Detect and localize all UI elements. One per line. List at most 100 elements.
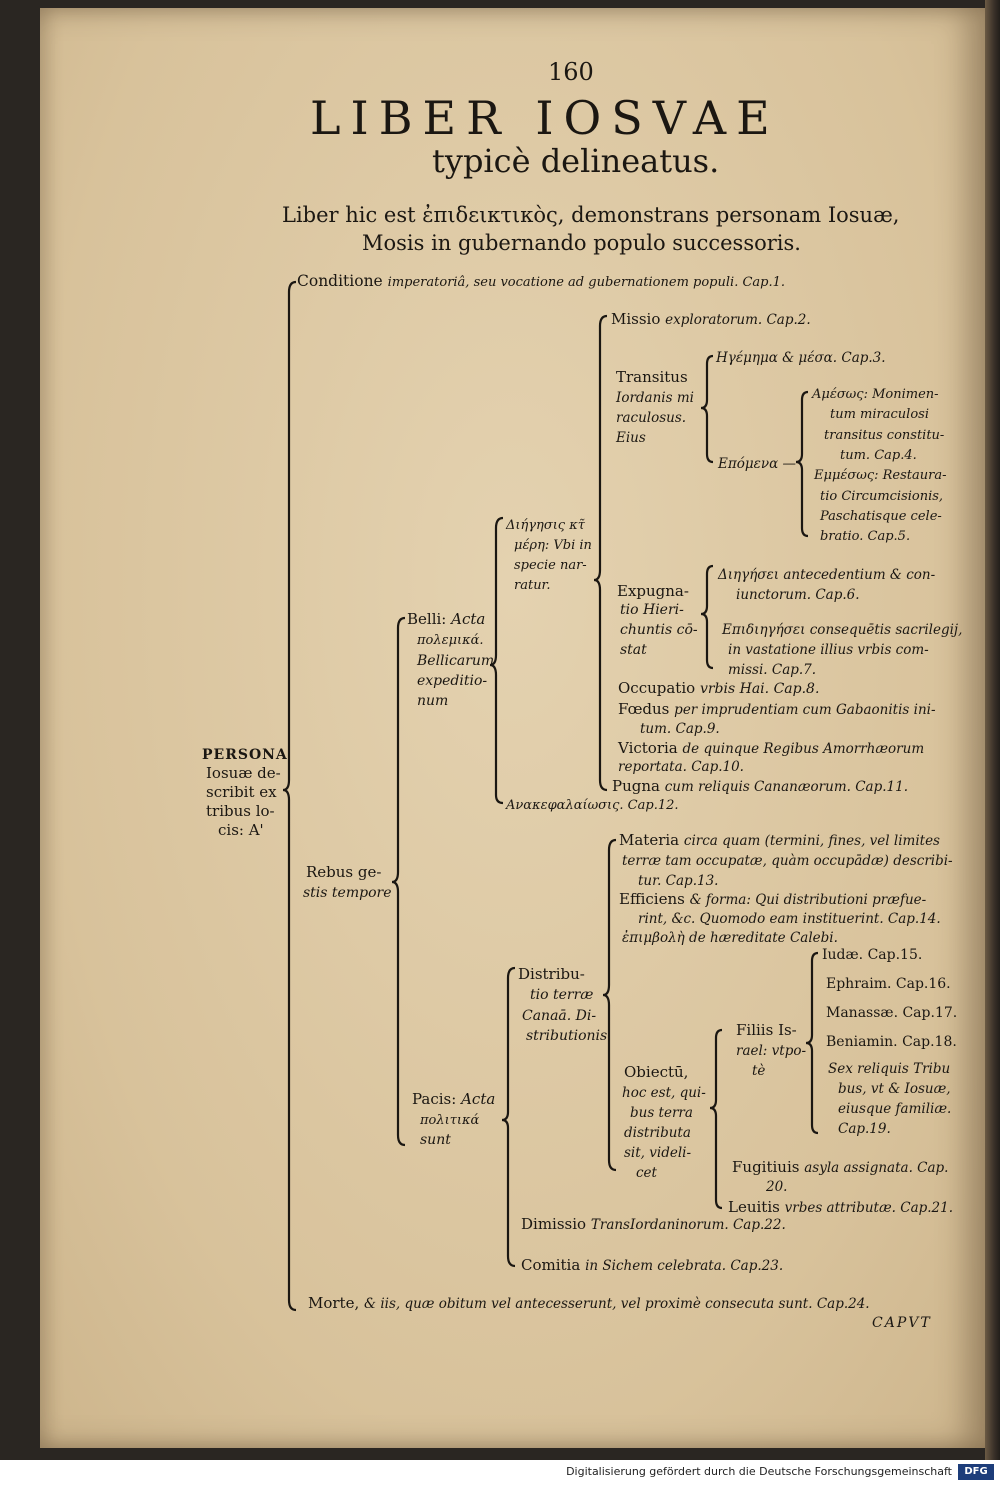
brace-pacis	[501, 966, 516, 1268]
filiis-l3: tè	[752, 1063, 766, 1079]
brace-epomena	[795, 390, 809, 538]
expugnatio-l2: tio Hieri-	[620, 602, 684, 618]
pacis-l2: πολιτικά	[420, 1113, 480, 1128]
tribe-sex-l2: bus, vt & Iosuæ,	[838, 1081, 951, 1097]
belli-entry: Belli: Acta	[407, 610, 485, 629]
root-line-5: cis: A'	[218, 821, 264, 839]
leuitis-rest: vrbes attributæ. Cap.21.	[784, 1200, 954, 1216]
ameson-l2: tum miraculosi	[830, 407, 929, 422]
conditione-lead: Conditione	[297, 272, 383, 290]
fugitiuis-l2: 20.	[766, 1179, 788, 1195]
tribe-sex-l3: eiusque familiæ.	[838, 1101, 952, 1117]
foedus-lead: Fœdus	[618, 700, 670, 718]
fugitiuis-entry: Fugitiuis asyla assignata. Cap.	[732, 1158, 948, 1178]
obiectum-l2: hoc est, qui-	[622, 1085, 706, 1101]
diegesis6-entry: Διηγήσει antecedentium & con-	[718, 566, 935, 585]
brace-distributio	[602, 838, 617, 1172]
tribe-beniamin: Beniamin. Cap.18.	[826, 1034, 957, 1050]
distributio-l4: stributionis	[526, 1028, 608, 1044]
victoria-entry: Victoria de quinque Regibus Amorrhæorum	[618, 739, 924, 759]
brace-diegesis	[593, 314, 608, 792]
emmeson-l4: bratio. Cap.5.	[820, 529, 911, 544]
rebus-line-1: Rebus ge-	[306, 863, 382, 881]
conditione-rest: imperatoriâ, seu vocatione ad gubernatio…	[387, 275, 786, 290]
belli-l3: Bellicarum	[417, 653, 495, 669]
epidiegesis7-l3: missi. Cap.7.	[728, 662, 817, 678]
obiectum-l6: cet	[636, 1165, 657, 1181]
page-title: LIBER IOSVAE	[310, 91, 780, 145]
emmeson-l3: Paschatisque cele-	[820, 509, 942, 524]
root-head: PERSONA	[202, 747, 288, 763]
efficiens-l1: & forma: Qui distributioni præfue-	[689, 892, 927, 908]
anakephalaiosis-entry: Ανακεφαλαίωσις. Cap.12.	[506, 798, 679, 813]
brace-expugnatio	[700, 564, 714, 670]
dfg-logo-icon: DFG	[958, 1464, 994, 1480]
brace-obiectum	[709, 1028, 723, 1210]
epidiegesis7-entry: Επιδιηγήσει consequētis sacrilegij,	[722, 621, 962, 640]
emmeson-l1: Εμμέσως: Restaura-	[814, 468, 947, 483]
efficiens-l3: ἐπιμβολὴ de hæreditate Calebi.	[622, 930, 838, 946]
diegesis-l3: specie nar-	[514, 558, 587, 573]
belli-lead: Belli:	[407, 610, 447, 628]
distributio-l2: tio terræ	[530, 987, 594, 1003]
catchword: CAPVT	[872, 1315, 932, 1331]
belli-l4: expeditio-	[417, 673, 488, 689]
brace-rebus	[391, 616, 406, 1147]
materia-l2: terræ tam occupatæ, quàm occupādæ) descr…	[622, 853, 953, 869]
epidiegesis7-lead: Επιδιηγήσει	[722, 622, 806, 638]
root-line-2: Iosuæ de-	[206, 764, 281, 782]
epidiegesis7-l1: consequētis sacrilegij,	[809, 622, 963, 638]
rebus-line-2: stis tempore	[303, 885, 392, 901]
book-edge	[985, 0, 1000, 1460]
tribe-iudae: Iudæ. Cap.15.	[822, 947, 923, 963]
fugitiuis-lead: Fugitiuis	[732, 1158, 800, 1176]
book-page	[40, 8, 985, 1448]
victoria-l1: de quinque Regibus Amorrhæorum	[682, 741, 925, 757]
obiectum-l4: distributa	[624, 1125, 691, 1141]
morte-entry: Morte, & iis, quæ obitum vel antecesseru…	[308, 1294, 870, 1314]
ameson-l3: transitus constitu-	[824, 428, 945, 443]
footer-credit: Digitalisierung gefördert durch die Deut…	[566, 1465, 952, 1478]
tribe-ephraim: Ephraim. Cap.16.	[826, 976, 951, 992]
occupatio-entry: Occupatio vrbis Hai. Cap.8.	[618, 679, 819, 699]
filiis-l2: rael: vtpo-	[736, 1043, 807, 1059]
emmeson-l2: tio Circumcisionis,	[820, 489, 944, 504]
footer-bar: Digitalisierung gefördert durch die Deut…	[0, 1460, 1000, 1485]
transitus-l2: Iordanis mi	[616, 390, 694, 406]
pugna-entry: Pugna cum reliquis Cananæorum. Cap.11.	[612, 777, 908, 797]
obiectum-l3: bus terra	[630, 1105, 693, 1121]
transitus-l1: Transitus	[616, 368, 688, 386]
ameson-l4: tum. Cap.4.	[840, 448, 917, 463]
belli-l5: num	[417, 693, 449, 709]
expugnatio-l1: Expugna-	[617, 582, 689, 600]
filiis-l1: Filiis Is-	[736, 1021, 797, 1039]
tribe-sex-l1: Sex reliquis Tribu	[828, 1061, 951, 1077]
morte-rest: & iis, quæ obitum vel antecesserunt, vel…	[364, 1296, 870, 1312]
foedus-l1: per imprudentiam cum Gabaonitis ini-	[674, 702, 936, 718]
morte-lead: Morte,	[308, 1294, 360, 1312]
comitia-entry: Comitia in Sichem celebrata. Cap.23.	[521, 1256, 783, 1276]
pacis-lead: Pacis:	[412, 1090, 457, 1108]
efficiens-entry: Efficiens & forma: Qui distributioni præ…	[619, 890, 926, 910]
expugnatio-l4: stat	[620, 642, 647, 658]
expugnatio-l3: chuntis cō-	[620, 622, 698, 638]
tribe-sex-l4: Cap.19.	[838, 1121, 891, 1137]
root-line-4: tribus lo-	[206, 802, 275, 820]
pacis-entry: Pacis: Acta	[412, 1090, 495, 1109]
pugna-lead: Pugna	[612, 777, 660, 795]
dimissio-rest: TransIordaninorum. Cap.22.	[590, 1217, 786, 1233]
transitus-l3: raculosus.	[616, 410, 687, 426]
diegesis-l2: μέρη: Vbi in	[514, 538, 592, 553]
diegesis6-lead: Διηγήσει	[718, 567, 780, 583]
obiectum-l1: Obiectū,	[624, 1063, 689, 1081]
missio-entry: Missio exploratorum. Cap.2.	[611, 310, 811, 330]
leuitis-lead: Leuitis	[728, 1198, 780, 1216]
missio-rest: exploratorum. Cap.2.	[665, 312, 811, 328]
dimissio-entry: Dimissio TransIordaninorum. Cap.22.	[521, 1215, 786, 1235]
transitus-l4: Eius	[616, 430, 646, 446]
missio-lead: Missio	[611, 310, 661, 328]
intro-line-1: Liber hic est ἐπιδεικτικὸς, demonstrans …	[282, 203, 900, 227]
materia-entry: Materia circa quam (termini, fines, vel …	[619, 831, 940, 851]
root-line-3: scribit ex	[206, 783, 277, 801]
